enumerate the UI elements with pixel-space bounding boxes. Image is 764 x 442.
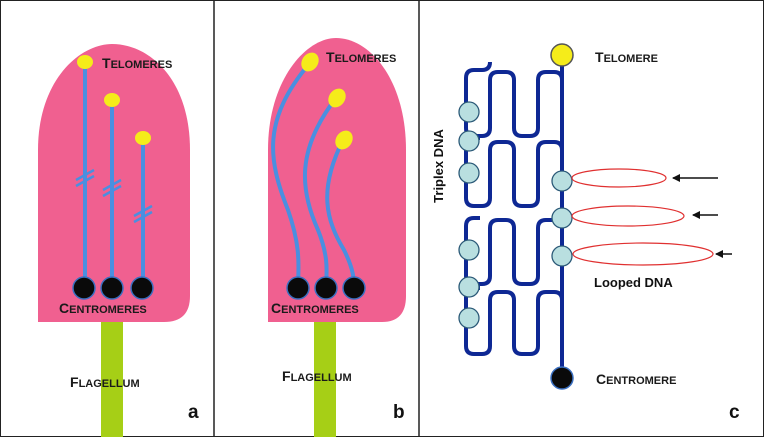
telomere-b-1 <box>301 52 319 72</box>
telomere-c <box>550 43 574 67</box>
sperm-head-b <box>268 38 406 322</box>
dna-loop-3 <box>572 242 714 266</box>
dna-loop-1 <box>571 168 667 188</box>
dna-loop-2 <box>571 205 685 227</box>
telomere-a-1 <box>77 55 93 69</box>
triplex-bead-6 <box>458 307 480 329</box>
loop-bead-1 <box>551 170 573 192</box>
flagellum-label-a: FLAGELLUM <box>70 374 140 390</box>
panel-b: TELOMERES CENTROMERES FLAGELLUM b <box>268 38 406 437</box>
centromere-a-3 <box>130 276 154 300</box>
triplex-bead-2 <box>458 130 480 152</box>
panel-a: TELOMERES CENTROMERES FLAGELLUM a <box>38 44 199 437</box>
dna-fiber <box>464 55 564 378</box>
telomere-b-3 <box>335 130 353 150</box>
telomere-b-2 <box>328 88 346 108</box>
flagellum-label-b: FLAGELLUM <box>282 368 352 384</box>
chromosome-b-1 <box>271 62 311 290</box>
telomeres-label-a: TELOMERES <box>102 55 172 71</box>
triplex-bead-5 <box>458 276 480 298</box>
panel-letter-c: c <box>729 402 740 423</box>
flagellum-a <box>101 322 123 437</box>
centromere-b-2 <box>314 276 338 300</box>
chromosome-b-2 <box>302 96 338 290</box>
loop-bead-3 <box>551 245 573 267</box>
centromere-label-c: CENTROMERE <box>596 371 676 387</box>
triplex-bead-3 <box>458 162 480 184</box>
loop-bead-2 <box>551 207 573 229</box>
break-mark-a-2 <box>102 178 122 198</box>
triplex-dna-label: Triplex DNA <box>431 129 446 203</box>
panel-c: TELOMERE CENTROMERE Triplex DNA Looped D… <box>431 43 740 423</box>
centromere-a-2 <box>100 276 124 300</box>
centromere-a-1 <box>72 276 96 300</box>
panel-letter-a: a <box>188 402 199 423</box>
panel-letter-b: b <box>393 402 405 423</box>
break-mark-a-3 <box>133 204 153 224</box>
centromeres-label-b: CENTROMERES <box>271 300 359 316</box>
triplex-bead-4 <box>458 239 480 261</box>
looped-dna-label: Looped DNA <box>594 275 673 290</box>
centromere-b-3 <box>342 276 366 300</box>
telomeres-label-b: TELOMERES <box>326 49 396 65</box>
telomere-a-2 <box>104 93 120 107</box>
centromeres-label-a: CENTROMERES <box>59 300 147 316</box>
break-mark-a-1 <box>75 168 95 188</box>
telomere-label-c: TELOMERE <box>595 49 658 65</box>
centromere-b-1 <box>286 276 310 300</box>
centromere-c <box>550 366 574 390</box>
triplex-bead-1 <box>458 101 480 123</box>
flagellum-b <box>314 322 336 437</box>
telomere-a-3 <box>135 131 151 145</box>
